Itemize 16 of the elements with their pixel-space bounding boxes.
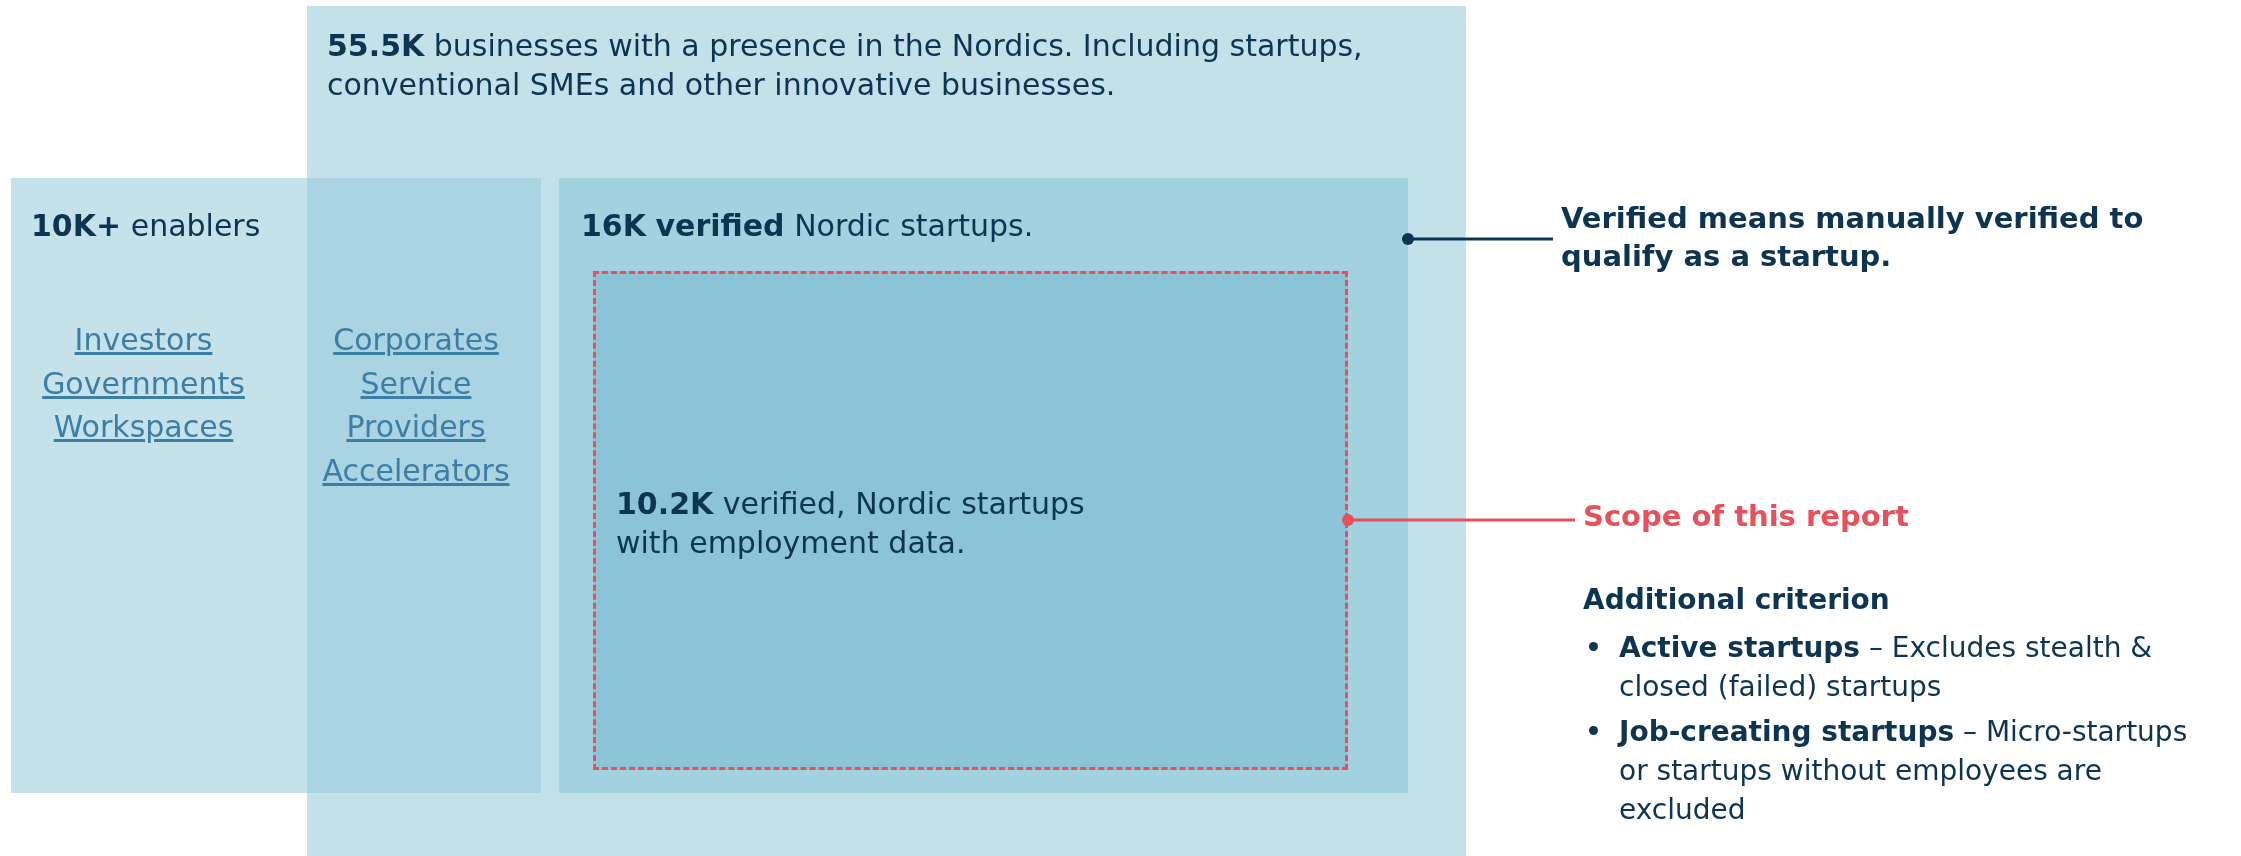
link-list: Investors Governments Workspaces: [21, 318, 266, 449]
leader-line: [1342, 514, 1575, 526]
section-heading: Additional criterion: [1583, 582, 1891, 618]
box-heading: 55.5K businesses with a presence in the Nordics. Including startups, conventional SMEs and other innovative businesses.: [327, 27, 1364, 104]
note-text: Scope of this report: [1583, 498, 1910, 535]
link-list: Corporates Service Providers Accelerators: [301, 318, 531, 492]
group-panel: [307, 6, 1466, 856]
note-text: Verified means manually verified to qualify as a startup.: [1561, 200, 2145, 275]
scope-box: [593, 271, 1348, 770]
bullet-item: Job-creating startups – Micro-startups or startups without employees are excluded: [1583, 712, 2223, 830]
leader-line: [1402, 233, 1553, 245]
group-panel: [559, 178, 1408, 793]
group-panel: [11, 178, 541, 793]
bullet-item: Active startups – Excludes stealth & closed (failed) startups: [1583, 628, 2223, 707]
box-heading: 10K+ enablers: [31, 207, 262, 245]
box-heading: 10.2K verified, Nordic startups with employment data.: [616, 485, 1086, 562]
